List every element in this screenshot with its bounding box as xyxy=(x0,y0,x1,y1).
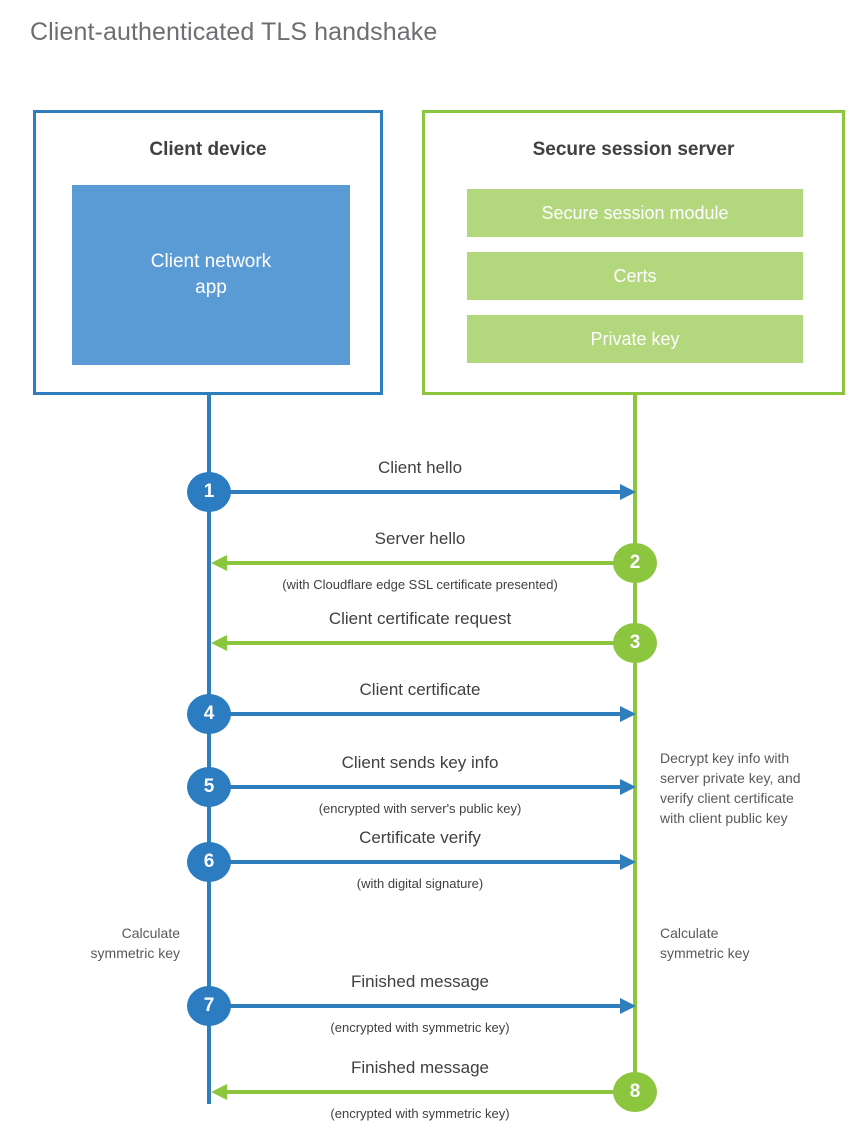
arrow-head-7 xyxy=(620,998,636,1014)
message-sublabel-6: (with digital signature) xyxy=(356,876,484,891)
message-label-4: Client certificate xyxy=(359,680,481,699)
message-label-3: Client certificate request xyxy=(328,609,512,628)
server-bar-secure-session-module: Secure session module xyxy=(467,189,803,237)
step-badge-3: 3 xyxy=(613,623,657,663)
arrow-head-6 xyxy=(620,854,636,870)
page-title: Client-authenticated TLS handshake xyxy=(30,18,438,46)
message-label-1: Client hello xyxy=(377,458,463,477)
step-badge-1: 1 xyxy=(187,472,231,512)
note-server-calculate-symmetric-key: Calculate symmetric key xyxy=(660,923,840,963)
server-bar-private-key: Private key xyxy=(467,315,803,363)
secure-session-server-title: Secure session server xyxy=(532,139,735,160)
client-app-label-line1: Client network xyxy=(150,251,272,272)
step-badge-5: 5 xyxy=(187,767,231,807)
secure-session-server-box: Secure session server Secure session mod… xyxy=(422,110,845,395)
note-server-decrypt-line1: Decrypt key info with xyxy=(660,750,790,766)
step-badge-4: 4 xyxy=(187,694,231,734)
note-server-calc-line1: Calculate xyxy=(660,925,719,941)
step-badge-2: 2 xyxy=(613,543,657,583)
arrow-line-6 xyxy=(209,860,623,864)
note-client-calc-line1: Calculate xyxy=(121,925,180,941)
client-lifeline xyxy=(207,394,211,1104)
arrow-head-8 xyxy=(211,1084,227,1100)
step-badge-6: 6 xyxy=(187,842,231,882)
client-device-box: Client device Client network app xyxy=(33,110,383,395)
arrow-head-1 xyxy=(620,484,636,500)
message-sublabel-8: (encrypted with symmetric key) xyxy=(330,1106,510,1121)
server-lifeline xyxy=(633,394,637,1094)
message-label-5: Client sends key info xyxy=(341,753,499,772)
note-client-calc-line2: symmetric key xyxy=(90,945,180,961)
message-sublabel-5: (encrypted with server's public key) xyxy=(318,801,522,816)
client-network-app-box: Client network app xyxy=(72,185,350,365)
message-label-2: Server hello xyxy=(374,529,466,548)
step-badge-7: 7 xyxy=(187,986,231,1026)
arrow-head-5 xyxy=(620,779,636,795)
arrow-line-1 xyxy=(209,490,623,494)
arrow-head-2 xyxy=(211,555,227,571)
message-label-6: Certificate verify xyxy=(359,828,481,847)
note-server-decrypt-line2: server private key, and xyxy=(660,770,801,786)
arrow-line-2 xyxy=(227,561,635,565)
note-server-calc-line2: symmetric key xyxy=(660,945,750,961)
arrow-head-4 xyxy=(620,706,636,722)
note-server-decrypt-line4: with client public key xyxy=(660,810,788,826)
client-device-title: Client device xyxy=(149,139,267,160)
arrow-line-8 xyxy=(227,1090,635,1094)
message-label-8: Finished message xyxy=(351,1058,489,1077)
arrow-line-5 xyxy=(209,785,623,789)
arrow-head-3 xyxy=(211,635,227,651)
note-server-decrypt-line3: verify client certificate xyxy=(660,790,794,806)
arrow-line-7 xyxy=(209,1004,623,1008)
arrow-line-3 xyxy=(227,641,635,645)
message-sublabel-7: (encrypted with symmetric key) xyxy=(330,1020,510,1035)
note-client-calculate-symmetric-key: Calculate symmetric key xyxy=(20,923,180,963)
arrow-line-4 xyxy=(209,712,623,716)
note-server-decrypt-key-info: Decrypt key info with server private key… xyxy=(660,748,840,828)
message-label-7: Finished message xyxy=(351,972,489,991)
step-badge-8: 8 xyxy=(613,1072,657,1112)
server-bar-certs: Certs xyxy=(467,252,803,300)
client-app-label-line2: app xyxy=(195,277,227,298)
message-sublabel-2: (with Cloudflare edge SSL certificate pr… xyxy=(282,577,558,592)
